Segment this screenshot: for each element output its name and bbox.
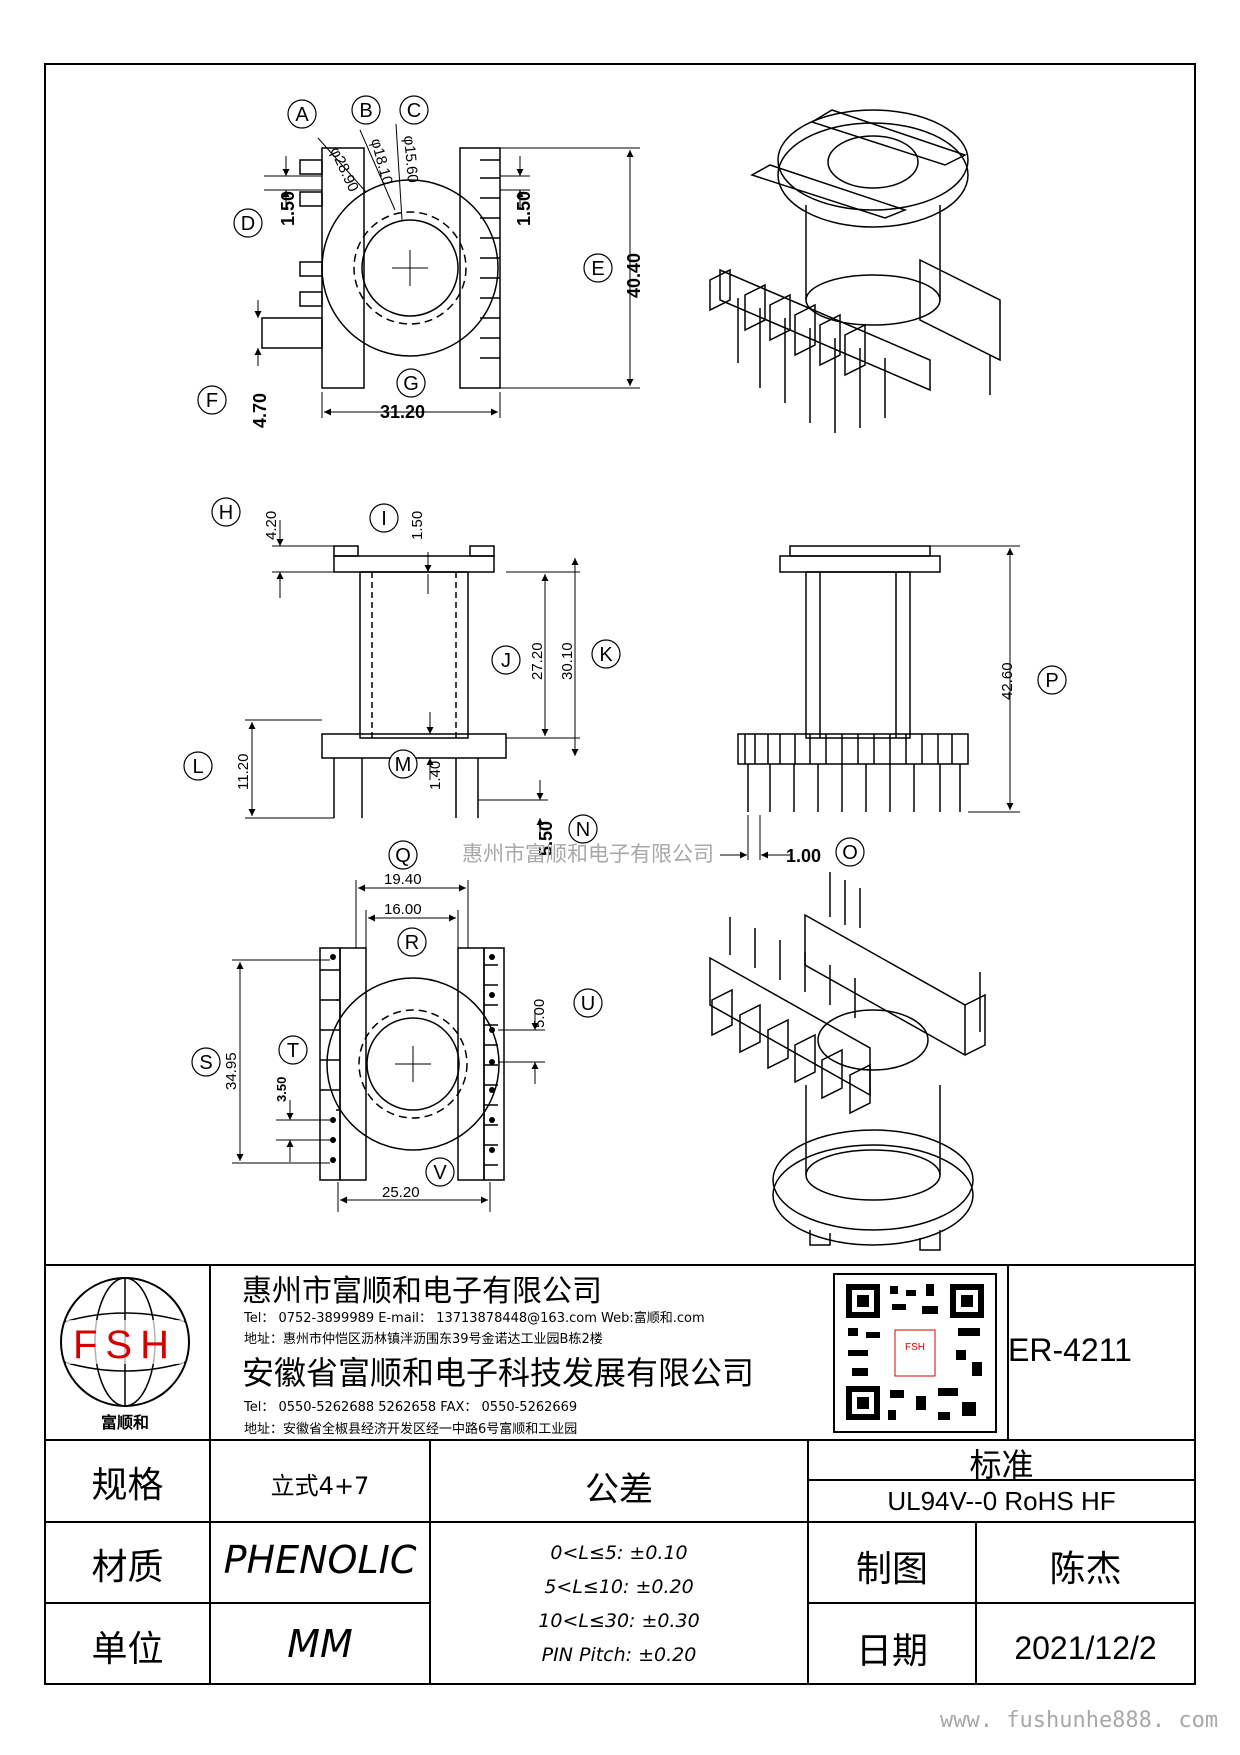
callout-bubbles	[183, 95, 1067, 1187]
dim-19-40: 19.40	[384, 871, 422, 888]
unit-value: MM	[287, 1622, 353, 1666]
callout-letter-u: U	[581, 993, 595, 1015]
tolerance-line-3: 10<L≤30: ±0.30	[538, 1610, 700, 1632]
dim-1-40: 1.40	[427, 761, 444, 790]
callout-letter-o: O	[842, 842, 858, 864]
dim-3-50: 3.50	[274, 1077, 289, 1102]
company1-address: 地址：惠州市仲恺区沥林镇泮沥围东39号金诺达工业园B栋2楼	[244, 1332, 603, 1347]
callout-letter-j: J	[501, 650, 511, 672]
tolerance-label: 公差	[585, 1470, 653, 1510]
dim-25-20: 25.20	[382, 1184, 420, 1201]
dim-34-95: 34.95	[223, 1052, 240, 1090]
callout-letter-a: A	[295, 104, 309, 126]
spec-label: 规格	[91, 1465, 164, 1506]
tolerance-line-1: 0<L≤5: ±0.10	[550, 1542, 688, 1564]
side-view	[737, 545, 969, 812]
title-block-grid	[45, 1264, 1195, 1684]
part-number: ER-4211	[1008, 1332, 1132, 1368]
callout-letter-r: R	[405, 932, 419, 954]
callout-letter-m: M	[395, 754, 412, 776]
standard-value: UL94V--0 RoHS HF	[887, 1486, 1116, 1516]
dimension-labels: φ28.90 φ18.10 φ15.60 1.50 1.50 40.40 4.7…	[223, 135, 1016, 1201]
dim-1-50-left: 1.50	[278, 191, 298, 226]
dim-4-70: 4.70	[250, 393, 270, 428]
callout-letter-f: F	[206, 390, 218, 412]
dim-1-00: 1.00	[786, 846, 821, 866]
front-view-dims	[245, 520, 580, 838]
footer-watermark: www. fushunhe888. com	[940, 1708, 1219, 1733]
top-view-dims	[254, 123, 640, 418]
qr-code: FSH	[833, 1273, 997, 1433]
callout-letter-e: E	[591, 258, 604, 280]
dim-40-40: 40.40	[624, 253, 644, 298]
callout-letter-t: T	[287, 1040, 299, 1062]
date-label: 日期	[855, 1631, 928, 1672]
center-watermark: 惠州市富顺和电子有限公司	[462, 842, 714, 866]
dim-4-20: 4.20	[263, 511, 280, 540]
material-value: PHENOLIC	[223, 1538, 417, 1582]
drawn-value: 陈杰	[1049, 1549, 1122, 1590]
standard-label: 标准	[969, 1446, 1034, 1484]
company1-contact: Tel： 0752-3899989 E-mail： 13713878448@16…	[244, 1311, 705, 1326]
unit-label: 单位	[91, 1629, 164, 1670]
iso-view-top	[709, 109, 1001, 433]
dim-31-20: 31.20	[380, 402, 425, 422]
callout-letter-d: D	[241, 213, 255, 235]
dim-dia-c: φ15.60	[400, 135, 421, 184]
top-view	[261, 147, 501, 389]
company2-contact: Tel： 0550-5262688 5262658 FAX： 0550-5262…	[244, 1400, 578, 1415]
logo-caption: 富顺和	[101, 1413, 149, 1432]
logo-letters: FSH	[73, 1323, 177, 1367]
dim-1-50-wall: 1.50	[409, 511, 426, 540]
tolerance-line-4: PIN Pitch: ±0.20	[541, 1644, 697, 1666]
callout-letter-c: C	[407, 100, 421, 122]
dim-42-60: 42.60	[999, 662, 1016, 700]
side-view-dims	[720, 545, 1020, 860]
qr-logo-text: FSH	[905, 1342, 925, 1353]
company1-name: 惠州市富顺和电子有限公司	[242, 1274, 602, 1309]
front-view	[321, 545, 507, 818]
material-label: 材质	[91, 1547, 164, 1588]
fsh-logo: FSH 富顺和	[60, 1277, 190, 1432]
dim-dia-a: φ28.90	[326, 145, 361, 195]
tolerance-line-2: 5<L≤10: ±0.20	[544, 1576, 694, 1598]
iso-view-bottom	[709, 872, 986, 1251]
date-value: 2021/12/2	[1014, 1630, 1157, 1666]
callout-letter-s: S	[199, 1052, 212, 1074]
callout-letter-g: G	[403, 373, 419, 395]
callout-letter-p: P	[1045, 670, 1058, 692]
bottom-view	[319, 947, 505, 1181]
sheet-border	[44, 63, 1196, 1685]
callout-letter-l: L	[192, 756, 203, 778]
callout-letter-i: I	[381, 508, 387, 530]
spec-value: 立式4+7	[270, 1472, 370, 1500]
dim-30-10: 30.10	[559, 642, 576, 680]
company2-name: 安徽省富顺和电子科技发展有限公司	[242, 1354, 755, 1392]
callout-letters: A B C D E F G H I J K L M N O P Q R S T …	[192, 100, 1058, 1184]
company2-address: 地址：安徽省全椒县经济开发区经一中路6号富顺和工业园	[244, 1422, 578, 1437]
dim-5-00: 5.00	[531, 999, 548, 1028]
callout-letter-k: K	[599, 644, 613, 666]
dim-27-20: 27.20	[529, 642, 546, 680]
bottom-view-dims	[232, 880, 545, 1212]
callout-letter-q: Q	[395, 845, 411, 867]
dim-11-20: 11.20	[235, 754, 252, 790]
callout-letter-b: B	[359, 100, 372, 122]
callout-letter-n: N	[576, 819, 590, 841]
dim-16-00: 16.00	[384, 901, 422, 918]
dim-5-50: 5.50	[536, 821, 556, 856]
drawn-label: 制图	[855, 1549, 928, 1590]
dim-1-50-right: 1.50	[514, 191, 534, 226]
dim-dia-b: φ18.10	[367, 137, 396, 187]
callout-letter-h: H	[219, 502, 233, 524]
callout-letter-v: V	[433, 1162, 447, 1184]
